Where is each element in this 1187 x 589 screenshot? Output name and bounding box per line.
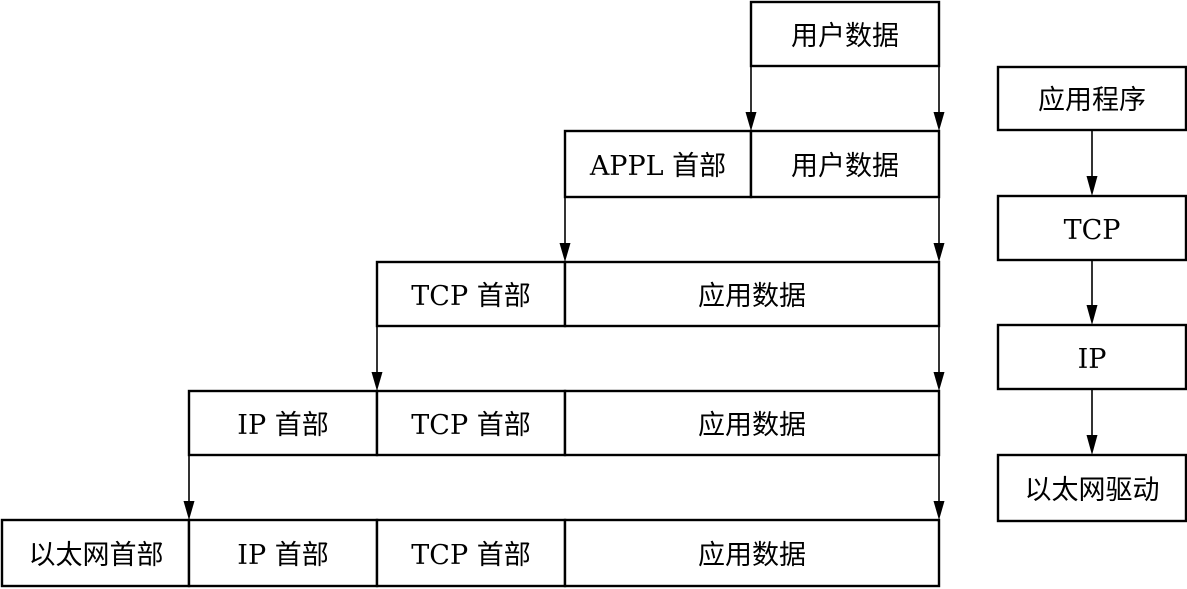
row-5-tcp-header-label: TCP 首部 [411, 540, 530, 571]
arrows-row-3-to-4 [371, 326, 945, 391]
row-2-packet: APPL 首部 用户数据 [563, 129, 941, 199]
row-4-ip-header-cell [187, 389, 379, 457]
arrow-head-down [933, 501, 945, 520]
arrows-row-1-to-2 [745, 66, 945, 131]
row-3-app-data-cell [563, 260, 941, 328]
row-3-app-data-label: 应用数据 [698, 281, 806, 312]
row-4-packet: IP 首部 TCP 首部 应用数据 [187, 389, 941, 457]
arrow-head-down [933, 243, 945, 262]
row-5-tcp-header-cell [375, 518, 567, 588]
row-5-app-data-label: 应用数据 [698, 540, 806, 571]
row-4-app-data-label: 应用数据 [698, 410, 806, 441]
stack-tcp-box [996, 194, 1187, 262]
stack-ip-label: IP [1078, 344, 1107, 375]
arrow-head-down [371, 372, 383, 391]
arrow-head-down [933, 372, 945, 391]
row-3-packet: TCP 首部 应用数据 [375, 260, 941, 328]
arrow-head-down [1086, 176, 1098, 196]
row-4-app-data-cell [563, 389, 941, 457]
row-5-ethernet-header-label: 以太网首部 [29, 540, 164, 571]
row-2-appl-header-label: APPL 首部 [589, 151, 726, 182]
stack-application-label: 应用程序 [1038, 85, 1146, 116]
row-1-user-data-label: 用户数据 [791, 21, 899, 52]
row-2-appl-header-cell [563, 129, 753, 199]
row-5-ip-header-label: IP 首部 [237, 540, 328, 571]
arrows-row-2-to-3 [559, 197, 945, 262]
arrow-head-down [183, 501, 195, 520]
row-2-user-data-label: 用户数据 [791, 151, 899, 182]
stack-ethernet-driver-label: 以太网驱动 [1025, 475, 1160, 506]
stack-ip-box [996, 323, 1187, 391]
row-2-user-data-cell [749, 129, 941, 199]
row-3-tcp-header-cell [375, 260, 567, 328]
arrow-head-down [745, 112, 757, 131]
row-4-ip-header-label: IP 首部 [237, 410, 328, 441]
arrow-head-down [1086, 435, 1098, 455]
row-1-packet: 用户数据 [749, 0, 941, 68]
arrows-row-4-to-5 [183, 455, 945, 520]
row-1-user-data-cell [749, 0, 941, 68]
arrow-head-down [559, 243, 571, 262]
row-5-packet: 以太网首部 IP 首部 TCP 首部 应用数据 [0, 518, 941, 588]
arrow-head-down [1086, 305, 1098, 325]
stack-tcp-label: TCP [1064, 215, 1121, 246]
row-5-ethernet-header-cell [0, 518, 191, 588]
stack-ethernet-driver-box [996, 453, 1187, 523]
row-3-tcp-header-label: TCP 首部 [411, 281, 530, 312]
arrow-head-down [933, 112, 945, 131]
protocol-stack: 应用程序 TCP IP 以太网驱动 [996, 65, 1187, 523]
row-4-tcp-header-label: TCP 首部 [411, 410, 530, 441]
row-5-app-data-cell [563, 518, 941, 588]
row-4-tcp-header-cell [375, 389, 567, 457]
